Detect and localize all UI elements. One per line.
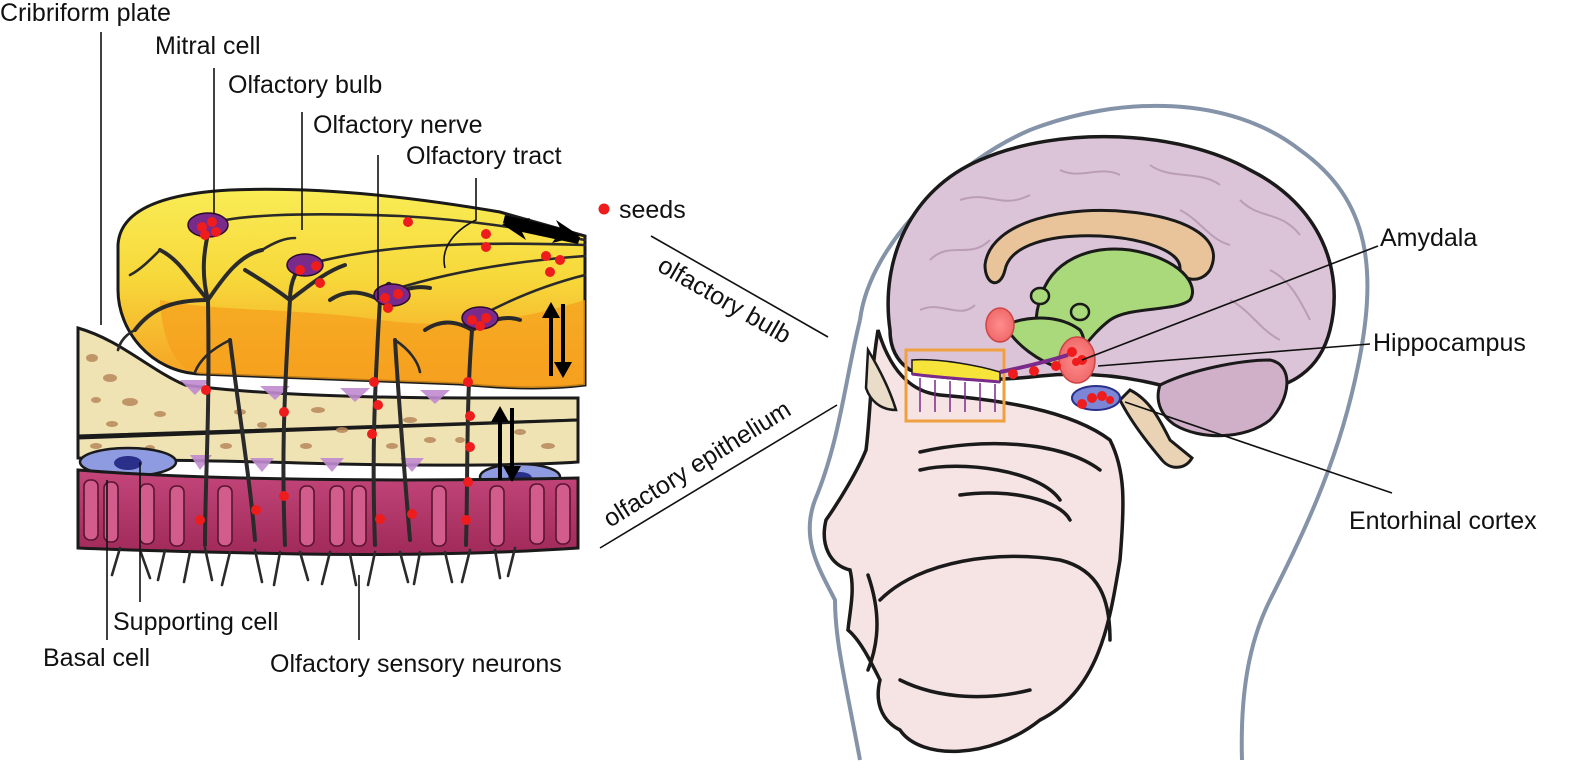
bidirectional-arrow-icon	[491, 302, 572, 482]
label-olfactory-nerve: Olfactory nerve	[313, 111, 483, 139]
seed-dots-right	[1008, 347, 1114, 409]
seed-dots-left	[195, 217, 565, 525]
label-olfactory-epithelium-link: olfactory epithelium	[598, 395, 795, 533]
olfactory-cross-section	[76, 32, 838, 640]
label-olfactory-sensory-neurons: Olfactory sensory neurons	[270, 650, 562, 678]
label-basal-cell: Basal cell	[43, 644, 150, 672]
label-amygdala: Amydala	[1380, 224, 1477, 252]
label-olfactory-bulb: Olfactory bulb	[228, 71, 382, 99]
label-hippocampus: Hippocampus	[1373, 329, 1526, 357]
label-olfactory-bulb-link: olfactory bulb	[653, 251, 796, 350]
olfactory-bulb-highlight-box	[904, 348, 1006, 423]
amygdala	[985, 307, 1015, 343]
label-olfactory-tract: Olfactory tract	[406, 142, 562, 170]
label-seeds: seeds	[619, 196, 686, 224]
cerebellum	[1156, 358, 1289, 438]
olfactory-epithelium	[76, 468, 580, 557]
label-supporting-cell: Supporting cell	[113, 608, 278, 636]
head-sagittal-view	[807, 103, 1393, 761]
cilia	[110, 546, 517, 587]
head-outline	[858, 103, 1370, 761]
label-entorhinal-cortex: Entorhinal cortex	[1349, 507, 1537, 535]
seed-legend-marker	[598, 203, 610, 215]
label-mitral-cell: Mitral cell	[155, 32, 261, 60]
face	[822, 329, 1125, 754]
label-cribriform-plate: Cribriform plate	[0, 0, 171, 27]
double-arrow-icon	[502, 215, 580, 244]
